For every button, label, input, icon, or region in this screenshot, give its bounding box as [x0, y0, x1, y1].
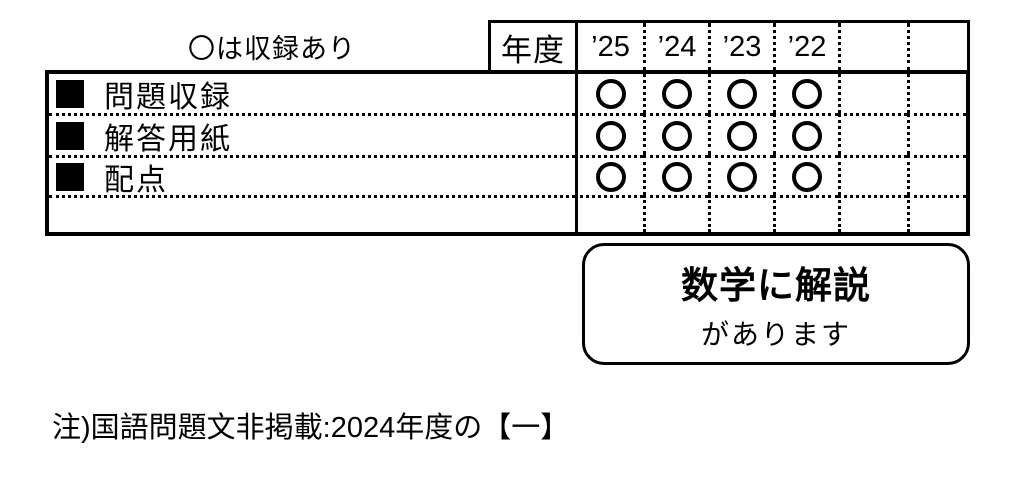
- filled-square-icon: [56, 79, 84, 108]
- callout-box: 数学に解説 があります: [582, 243, 970, 365]
- inclusion-circle: [662, 161, 692, 192]
- table-cell: [907, 74, 966, 113]
- inclusion-circle: [792, 78, 822, 109]
- table-cell: [907, 155, 966, 195]
- filled-square-icon: [56, 121, 84, 150]
- year-header-label: 年度: [501, 32, 565, 68]
- inclusion-circle: [595, 78, 626, 109]
- inclusion-circle: [595, 120, 626, 151]
- table-cell: [708, 113, 773, 155]
- table-cell: [907, 113, 966, 155]
- table-cell: [838, 155, 907, 195]
- inclusion-circle: [727, 161, 757, 192]
- year-header-row: 年度 ’25 ’24 ’23 ’22: [488, 20, 970, 74]
- table-cell: [708, 74, 773, 113]
- row-label-text: 問題収録: [104, 80, 232, 114]
- year-column-header-23: ’23: [708, 23, 773, 71]
- year-column-header-25: ’25: [575, 23, 643, 71]
- callout-subtitle: があります: [700, 319, 851, 350]
- row-label-text: 配点: [104, 163, 168, 196]
- table-cell: [838, 195, 907, 232]
- table-cell: [708, 195, 773, 232]
- inclusion-table: 問題収録 解答用紙 配点: [45, 70, 970, 236]
- table-cell: [773, 113, 838, 155]
- table-row-label: 解答用紙: [49, 113, 575, 155]
- table-row-label: [49, 195, 575, 232]
- table-row-label: 問題収録: [49, 74, 575, 113]
- year-column-header-22: ’22: [773, 23, 838, 71]
- legend-caption: 〇は収録あり: [188, 34, 356, 64]
- footnote: 注)国語問題文非掲載:2024年度の【一】: [52, 412, 570, 444]
- table-cell: [773, 74, 838, 113]
- inclusion-circle: [792, 120, 822, 151]
- table-cell: [643, 113, 708, 155]
- callout-title: 数学に解説: [681, 265, 871, 306]
- row-label-text: 解答用紙: [104, 122, 232, 156]
- year-column-header-24: ’24: [643, 23, 708, 71]
- inclusion-circle: [662, 120, 692, 151]
- table-cell: [643, 195, 708, 232]
- table-cell: [575, 113, 643, 155]
- table-cell: [773, 155, 838, 195]
- inclusion-circle: [792, 161, 822, 192]
- inclusion-circle: [662, 78, 692, 109]
- inclusion-circle: [727, 78, 757, 109]
- table-row-label: 配点: [49, 155, 575, 195]
- table-cell: [643, 155, 708, 195]
- table-cell: [907, 195, 966, 232]
- table-cell: [838, 74, 907, 113]
- table-cell: [773, 195, 838, 232]
- table-cell: [575, 74, 643, 113]
- filled-square-icon: [56, 162, 84, 191]
- table-cell: [643, 74, 708, 113]
- inclusion-circle: [727, 120, 757, 151]
- year-column-header-empty-1: [838, 23, 907, 71]
- inclusion-circle: [595, 161, 626, 192]
- year-column-header-empty-2: [907, 23, 967, 71]
- table-cell: [575, 195, 643, 232]
- table-cell: [708, 155, 773, 195]
- table-cell: [838, 113, 907, 155]
- table-cell: [575, 155, 643, 195]
